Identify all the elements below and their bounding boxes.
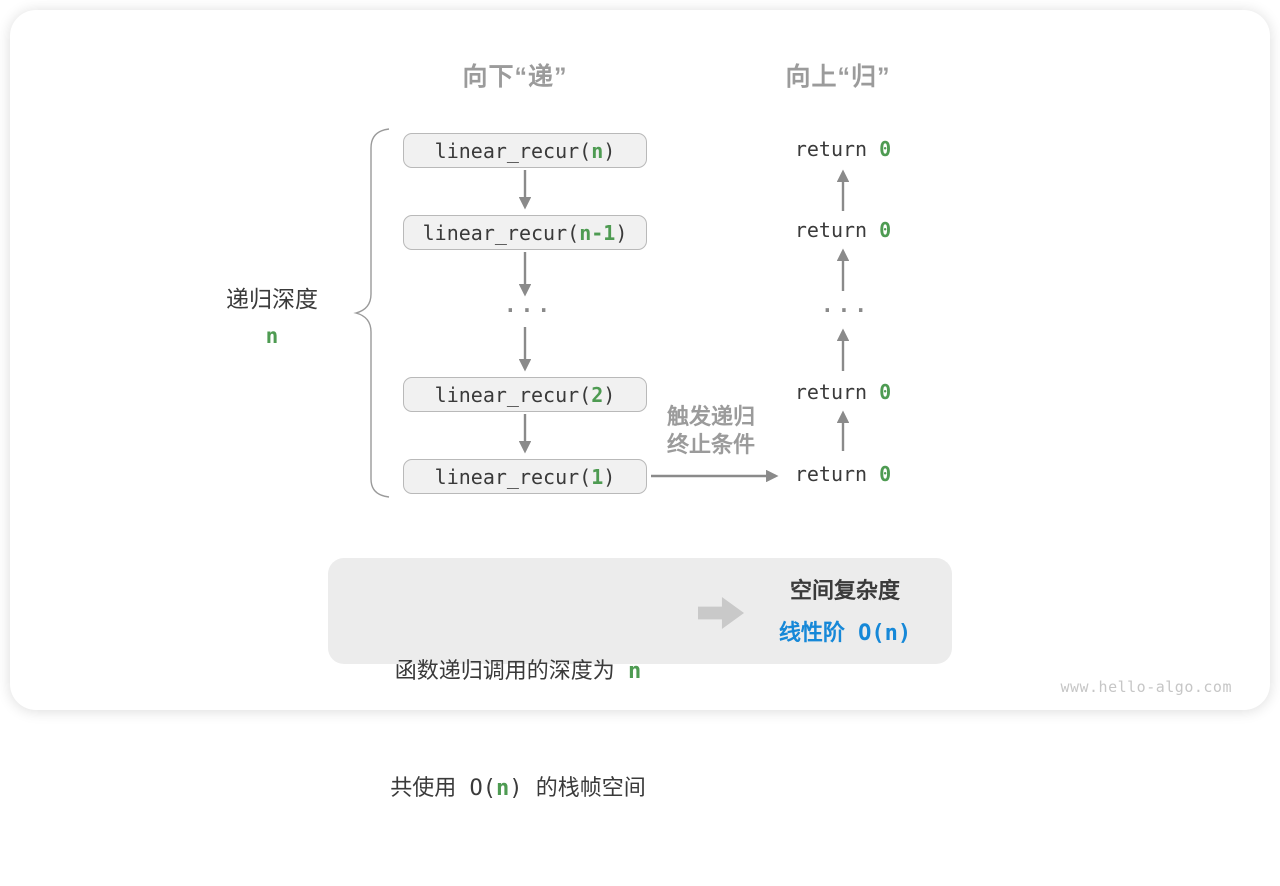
- summary-explanation: 函数递归调用的深度为 n 共使用 O(n) 的栈帧空间: [346, 574, 690, 886]
- complexity-summary-panel: 函数递归调用的深度为 n 共使用 O(n) 的栈帧空间 空间复杂度 线性阶 O(…: [328, 558, 952, 801]
- space-complexity-title: 空间复杂度: [789, 578, 900, 603]
- recursion-depth-label: 递归深度 n: [192, 280, 352, 348]
- return-statement: return 0: [743, 380, 943, 404]
- terminate-condition-label: 触发递归 终止条件: [636, 403, 786, 459]
- summary-line-depth: 函数递归调用的深度为 n: [394, 659, 642, 684]
- call-code: linear_recur(: [434, 464, 592, 489]
- call-code: ): [603, 382, 616, 407]
- call-box-n: linear_recur(n): [403, 133, 647, 168]
- summary-line-space: 共使用 O(n) 的栈帧空间: [390, 776, 646, 801]
- return-statement: return 0: [743, 218, 943, 242]
- return-value: 0: [879, 462, 892, 486]
- terminate-line1: 触发递归: [666, 404, 755, 429]
- call-arg: n-1: [579, 220, 616, 245]
- header-descend: 向下“递”: [462, 63, 568, 91]
- ellipsis-left: ...: [504, 293, 554, 317]
- return-keyword: return: [794, 462, 880, 486]
- return-statement: return 0: [743, 462, 943, 486]
- call-code: ): [603, 138, 616, 163]
- implies-arrow-icon: [698, 597, 744, 629]
- call-box-n-1: linear_recur(n-1): [403, 215, 647, 250]
- call-box-2: linear_recur(2): [403, 377, 647, 412]
- ellipsis-right: ...: [821, 293, 871, 317]
- return-statement: return 0: [743, 137, 943, 161]
- recursion-depth-value: n: [265, 324, 279, 348]
- site-watermark: www.hello-algo.com: [1060, 678, 1232, 696]
- return-value: 0: [879, 380, 892, 404]
- call-code: linear_recur(: [434, 138, 592, 163]
- return-value: 0: [879, 137, 892, 161]
- header-ascend: 向上“归”: [785, 63, 891, 91]
- summary-depth-value: n: [628, 659, 642, 684]
- call-code: linear_recur(: [434, 382, 592, 407]
- call-arg: 1: [591, 464, 604, 489]
- return-keyword: return: [794, 218, 880, 242]
- recursion-depth-text: 递归深度: [226, 286, 318, 312]
- summary-space-value: n: [496, 776, 510, 801]
- call-code: ): [603, 464, 616, 489]
- call-arg: 2: [591, 382, 604, 407]
- call-box-1: linear_recur(1): [403, 459, 647, 494]
- return-keyword: return: [794, 137, 880, 161]
- call-arg: n: [591, 138, 604, 163]
- call-code: ): [615, 220, 628, 245]
- return-value: 0: [879, 218, 892, 242]
- space-complexity-value: 线性阶 O(n): [778, 621, 912, 646]
- summary-result: 空间复杂度 线性阶 O(n): [756, 573, 934, 647]
- return-keyword: return: [794, 380, 880, 404]
- terminate-line2: 终止条件: [666, 432, 755, 457]
- call-code: linear_recur(: [422, 220, 580, 245]
